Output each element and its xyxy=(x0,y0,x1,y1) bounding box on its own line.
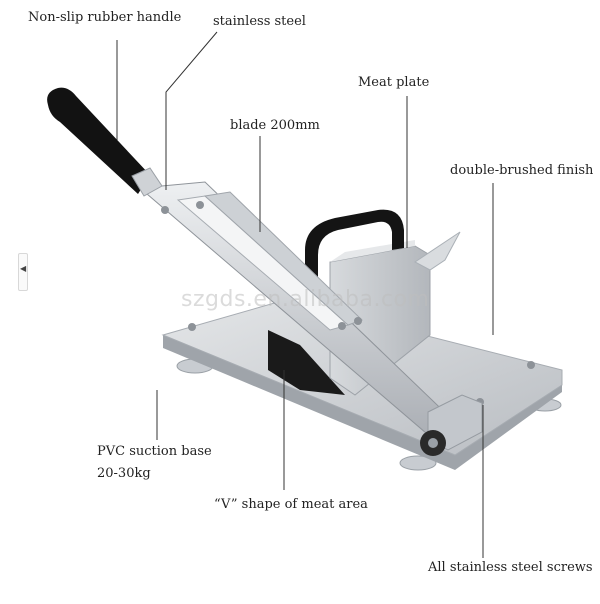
screw xyxy=(196,201,204,209)
suction-foot xyxy=(399,455,437,471)
label-meat-plate: Meat plate xyxy=(358,75,430,90)
screw xyxy=(161,206,169,214)
pivot-wheel-hub xyxy=(428,438,438,448)
v-shape-meat-area xyxy=(268,330,345,395)
label-v-shape-area: “V” shape of meat area xyxy=(214,497,368,512)
screw xyxy=(354,317,362,325)
screw xyxy=(527,361,535,369)
side-scroll-tab[interactable]: ◀ xyxy=(18,253,28,291)
rubber-handle xyxy=(47,87,150,194)
watermark: szgds.en.alibaba.com xyxy=(181,287,430,312)
blade xyxy=(203,191,363,326)
handle-ferrule xyxy=(131,167,163,197)
label-blade: blade 200mm xyxy=(230,118,320,133)
meat-plate-handle xyxy=(305,209,404,285)
label-weight: 20-30kg xyxy=(97,466,151,481)
label-stainless-steel: stainless steel xyxy=(213,14,306,29)
meat-plate-fence xyxy=(414,231,461,271)
label-screws: All stainless steel screws xyxy=(428,560,593,575)
leader-lines xyxy=(116,31,494,558)
leader-line-steel xyxy=(165,31,218,190)
chevron-left-icon: ◀ xyxy=(20,264,27,273)
label-finish: double-brushed finish xyxy=(450,163,594,178)
screw xyxy=(188,323,196,331)
label-suction-base: PVC suction base xyxy=(97,444,212,459)
screw xyxy=(338,322,346,330)
label-rubber-handle: Non-slip rubber handle xyxy=(28,10,182,25)
